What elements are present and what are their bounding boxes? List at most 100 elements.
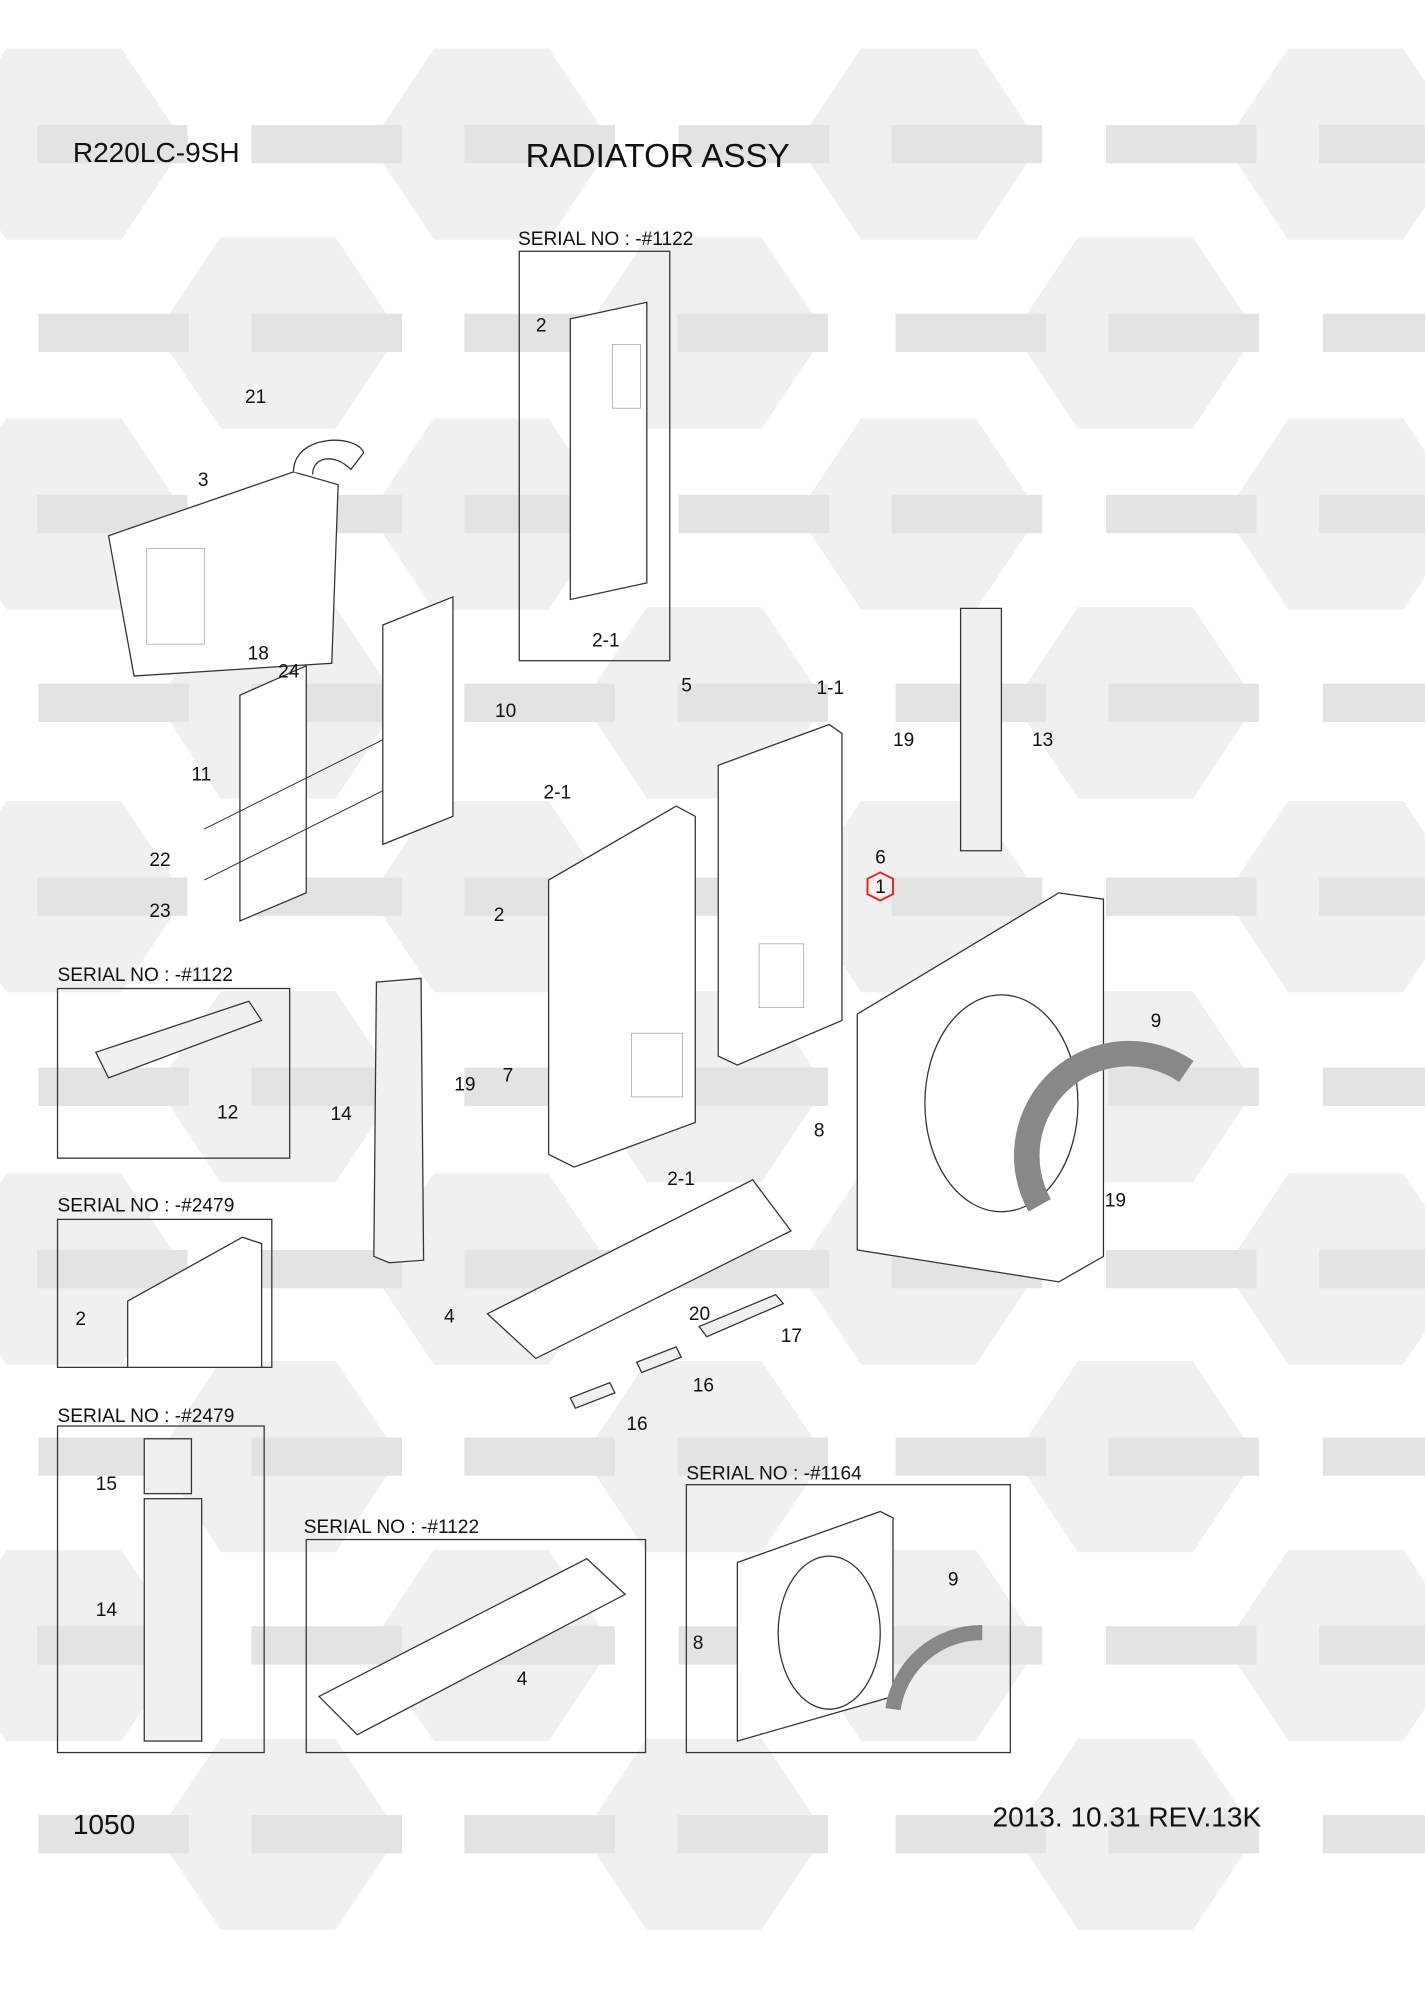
watermark-band bbox=[1322, 1815, 1425, 1854]
part-callout[interactable]: 14 bbox=[96, 1600, 118, 1621]
page-title: RADIATOR ASSY bbox=[526, 138, 790, 175]
model-label: R220LC-9SH bbox=[73, 137, 240, 168]
serial-box: SERIAL NO : -#1122 bbox=[56, 965, 291, 1159]
watermark-band bbox=[38, 1815, 189, 1854]
watermark-band bbox=[1322, 313, 1425, 353]
watermark-band bbox=[895, 1815, 1047, 1854]
watermark-band bbox=[464, 1815, 615, 1854]
part-callout[interactable]: 2 bbox=[75, 1309, 86, 1330]
serial-label: SERIAL NO : -#1122 bbox=[518, 229, 693, 250]
watermark-band bbox=[1322, 683, 1425, 722]
watermark-band bbox=[891, 494, 1043, 534]
watermark-band bbox=[677, 683, 828, 722]
watermark-band bbox=[1319, 1250, 1425, 1289]
watermark-band bbox=[677, 1067, 828, 1106]
part-callout[interactable]: 2 bbox=[536, 316, 547, 337]
part-callout[interactable]: 19 bbox=[454, 1075, 475, 1096]
part-callout[interactable]: 8 bbox=[814, 1120, 825, 1141]
watermark-band bbox=[891, 125, 1043, 164]
part-callout[interactable]: 24 bbox=[278, 661, 300, 682]
serial-box: SERIAL NO : -#2479 bbox=[56, 1406, 265, 1754]
watermark-band bbox=[1105, 494, 1257, 534]
oil-cooler bbox=[717, 723, 843, 1066]
part-callout[interactable]: 23 bbox=[149, 901, 170, 922]
watermark-band bbox=[1108, 313, 1260, 353]
part-callout[interactable]: 4 bbox=[517, 1669, 528, 1690]
watermark-band bbox=[1108, 1437, 1260, 1476]
page-number: 1050 bbox=[73, 1809, 135, 1840]
watermark-band bbox=[251, 313, 402, 353]
part-callout[interactable]: 16 bbox=[693, 1376, 714, 1397]
revision-date: 2013. 10.31 REV.13K bbox=[992, 1802, 1261, 1833]
shroud bbox=[856, 892, 1194, 1283]
watermark-band bbox=[1108, 1815, 1260, 1854]
watermark-band bbox=[678, 494, 830, 534]
part-callout[interactable]: 21 bbox=[245, 387, 266, 408]
watermark-band bbox=[891, 877, 1043, 916]
watermark-band bbox=[38, 313, 189, 353]
bracket-4 bbox=[486, 1179, 792, 1360]
serial-box: SERIAL NO : -#1164 bbox=[685, 1464, 1011, 1754]
part-callout[interactable]: 9 bbox=[1151, 1011, 1162, 1032]
part-callout[interactable]: 17 bbox=[781, 1326, 802, 1347]
watermark-band bbox=[677, 313, 828, 353]
part-callout[interactable]: 15 bbox=[96, 1474, 117, 1495]
part-callout[interactable]: 14 bbox=[330, 1104, 352, 1125]
serial-box: SERIAL NO : -#2479 bbox=[56, 1196, 273, 1368]
part-callout[interactable]: 10 bbox=[495, 701, 516, 722]
watermark-band bbox=[251, 1815, 402, 1854]
watermark-band bbox=[251, 1626, 402, 1665]
part-callout[interactable]: 1 bbox=[875, 877, 886, 898]
watermark-band bbox=[1319, 877, 1425, 916]
serial-label: SERIAL NO : -#2479 bbox=[58, 1406, 235, 1427]
part-callout[interactable]: 1-1 bbox=[816, 678, 844, 699]
serial-box: SERIAL NO : -#1122 bbox=[518, 229, 693, 662]
serial-label: SERIAL NO : -#1164 bbox=[686, 1464, 862, 1485]
watermark-band bbox=[1105, 125, 1257, 164]
spacers bbox=[569, 1293, 785, 1409]
seal-13 bbox=[959, 607, 1003, 852]
radiator bbox=[547, 805, 696, 1168]
part-callout[interactable]: 2-1 bbox=[543, 782, 571, 803]
part-callout[interactable]: 16 bbox=[626, 1414, 647, 1435]
serial-label: SERIAL NO : -#1122 bbox=[58, 965, 233, 986]
watermark-band bbox=[464, 1437, 615, 1476]
watermark-band bbox=[1322, 1067, 1425, 1106]
watermark-band bbox=[677, 1815, 828, 1854]
watermark-band bbox=[1108, 683, 1260, 722]
part-callout[interactable]: 19 bbox=[893, 730, 914, 751]
watermark-band bbox=[1322, 1437, 1425, 1476]
part-callout[interactable]: 2-1 bbox=[667, 1169, 695, 1190]
part-callout[interactable]: 8 bbox=[693, 1633, 704, 1654]
highlight-hexagon-icon[interactable] bbox=[866, 871, 894, 902]
watermark-band bbox=[37, 125, 188, 164]
part-callout[interactable]: 4 bbox=[444, 1307, 455, 1328]
part-callout[interactable]: 5 bbox=[681, 675, 692, 696]
watermark-band bbox=[37, 877, 188, 916]
part-callout[interactable]: 18 bbox=[248, 643, 269, 664]
part-callout[interactable]: 22 bbox=[149, 850, 170, 871]
serial-label: SERIAL NO : -#1122 bbox=[304, 1517, 479, 1538]
part-callout[interactable]: 3 bbox=[198, 470, 209, 491]
part-callout[interactable]: 12 bbox=[217, 1103, 238, 1124]
watermark-band bbox=[1105, 1250, 1257, 1289]
watermark-band bbox=[251, 1437, 402, 1476]
part-callout[interactable]: 13 bbox=[1032, 730, 1053, 751]
part-callout[interactable]: 6 bbox=[875, 848, 886, 869]
part-callout[interactable]: 19 bbox=[1105, 1191, 1126, 1212]
part-callout[interactable]: 9 bbox=[948, 1569, 959, 1590]
seal-14 bbox=[373, 977, 425, 1264]
intercooler bbox=[107, 439, 365, 677]
watermark-band bbox=[251, 125, 402, 164]
filter-screen bbox=[203, 595, 454, 922]
watermark-band bbox=[1319, 494, 1425, 534]
part-callout[interactable]: 20 bbox=[689, 1304, 710, 1325]
watermark-band bbox=[895, 1437, 1047, 1476]
part-callout[interactable]: 2 bbox=[494, 905, 505, 926]
watermark-band bbox=[464, 683, 615, 722]
part-callout[interactable]: 11 bbox=[191, 765, 211, 786]
part-callout[interactable]: 2-1 bbox=[592, 631, 620, 652]
part-callout[interactable]: 7 bbox=[503, 1066, 514, 1087]
